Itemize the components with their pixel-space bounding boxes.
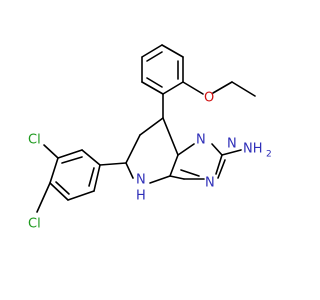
triazole-nitrogen-2-label: N xyxy=(227,137,237,152)
bond xyxy=(169,175,185,180)
amine-subscript: 2 xyxy=(266,150,272,160)
bond xyxy=(177,143,195,156)
bond xyxy=(146,77,163,88)
bond xyxy=(49,157,59,184)
bond xyxy=(217,159,226,179)
triazole-nitrogen-1-label: N xyxy=(196,133,206,148)
bond xyxy=(162,117,179,156)
bond xyxy=(36,182,51,213)
bond xyxy=(43,144,59,159)
bond xyxy=(88,167,95,187)
ring-nh-n-label: N xyxy=(136,173,146,188)
bond xyxy=(212,81,233,94)
chlorine-1-label: Cl xyxy=(28,133,41,148)
bond xyxy=(93,164,101,192)
bond xyxy=(149,175,171,184)
bond xyxy=(211,143,223,156)
bond xyxy=(221,149,242,156)
atom-labels: N N N NH 2 O N H Cl Cl xyxy=(28,91,272,232)
bond xyxy=(57,149,83,159)
bond xyxy=(55,181,70,195)
bond xyxy=(182,81,204,95)
bond xyxy=(81,149,101,166)
bond xyxy=(161,44,184,58)
bond xyxy=(139,117,164,136)
bond xyxy=(141,44,163,58)
bond xyxy=(99,162,127,166)
bond xyxy=(125,162,134,179)
bond xyxy=(231,81,256,97)
triazole-nitrogen-3-label: N xyxy=(205,176,215,191)
bond xyxy=(125,134,141,164)
bond xyxy=(162,81,184,95)
chlorine-2-label: Cl xyxy=(28,217,41,232)
bond xyxy=(215,154,223,175)
bond xyxy=(146,51,163,62)
oxygen-label: O xyxy=(204,91,214,106)
bond xyxy=(180,169,200,177)
bond xyxy=(49,182,69,201)
bond xyxy=(169,154,179,177)
bonds xyxy=(36,44,256,213)
amine-label: NH xyxy=(243,142,263,157)
bond xyxy=(67,190,95,201)
molecule-structure: N N N NH 2 O N H Cl Cl xyxy=(28,44,272,232)
bond xyxy=(141,81,164,95)
bond xyxy=(61,156,83,164)
ring-nh-h-label: H xyxy=(136,189,146,204)
